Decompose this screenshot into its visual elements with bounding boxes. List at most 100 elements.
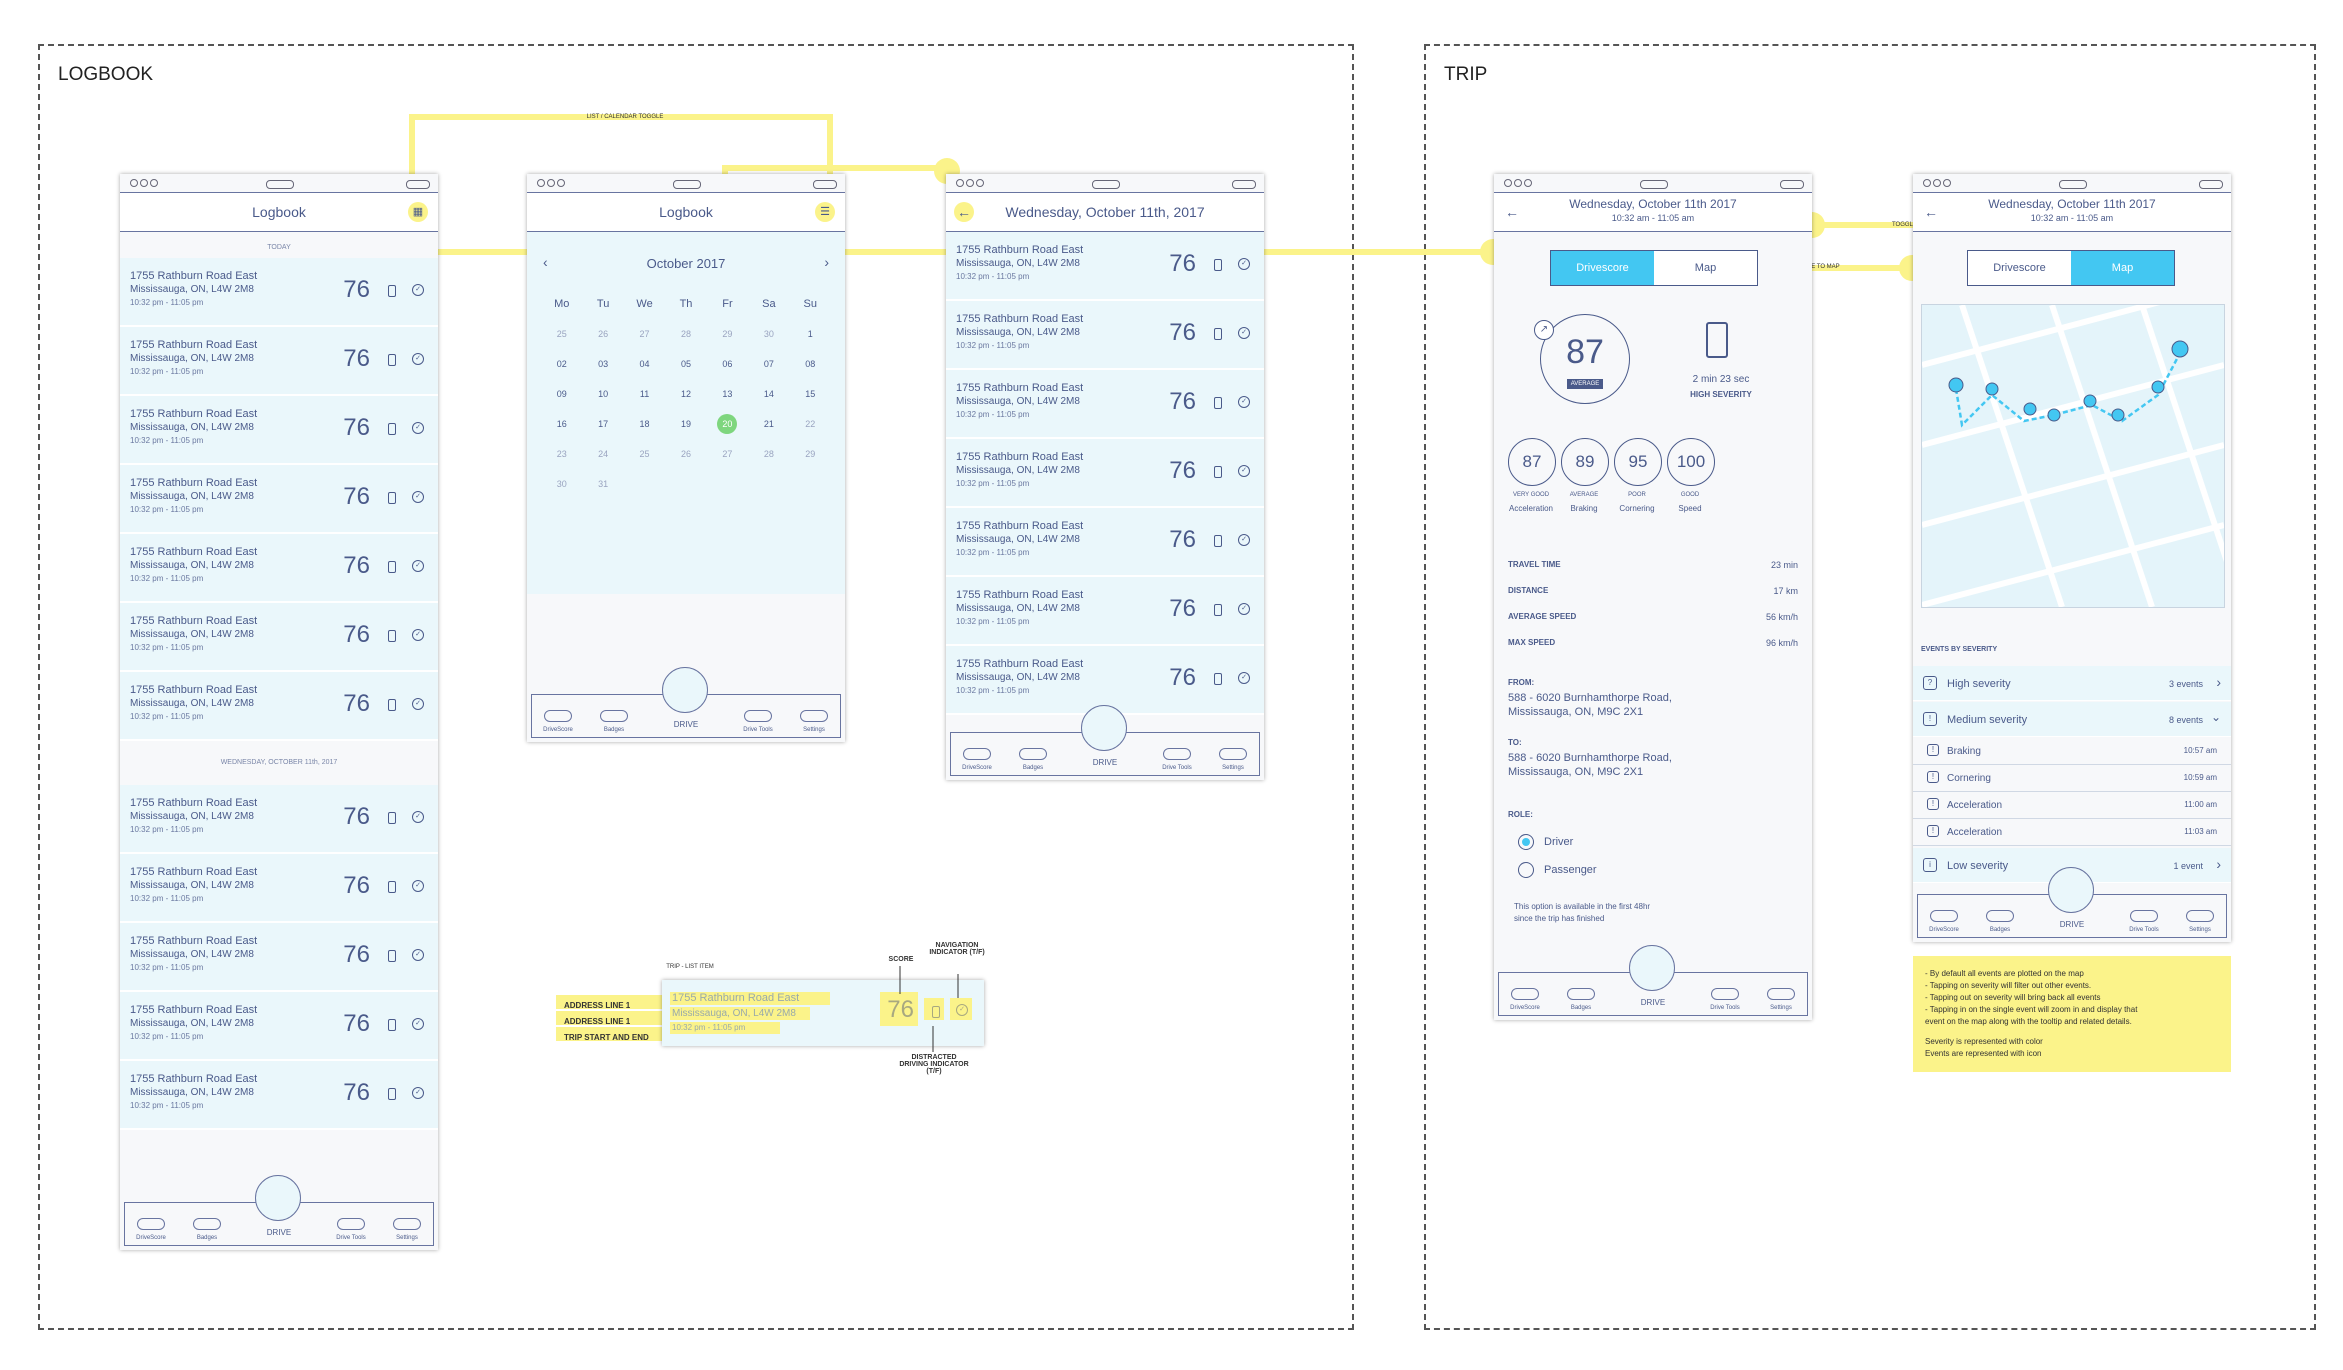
calendar-day[interactable]: 20 — [707, 409, 748, 439]
tab-drive-tools[interactable]: Drive Tools — [738, 710, 778, 733]
tab-settings[interactable]: Settings — [794, 710, 834, 733]
role-passenger-radio[interactable] — [1518, 862, 1534, 878]
calendar-day[interactable]: 10 — [598, 389, 609, 399]
tab-badges[interactable]: Badges — [1980, 910, 2020, 933]
calendar-day[interactable]: 11 — [639, 389, 650, 399]
tab-drivescore[interactable]: DriveScore — [538, 710, 578, 733]
tab-settings[interactable]: Settings — [387, 1218, 427, 1241]
calendar-day[interactable]: 12 — [680, 389, 691, 399]
calendar-day[interactable]: 31 — [598, 479, 609, 489]
calendar-day[interactable]: 23 — [556, 449, 567, 459]
list-toggle-icon[interactable]: ☰ — [815, 202, 835, 222]
tab-drive-tools[interactable]: Drive Tools — [331, 1218, 371, 1241]
calendar-day[interactable]: 25 — [556, 329, 567, 339]
calendar-day[interactable]: 21 — [763, 419, 774, 429]
tab-settings[interactable]: Settings — [1761, 988, 1801, 1011]
drive-button[interactable] — [255, 1175, 301, 1221]
back-arrow-icon[interactable]: ← — [1505, 204, 1519, 220]
tab-drive-tools[interactable]: Drive Tools — [1157, 748, 1197, 771]
tab-drive-tools[interactable]: Drive Tools — [2124, 910, 2164, 933]
tab-settings[interactable]: Settings — [1213, 748, 1253, 771]
calendar-day[interactable]: 27 — [639, 329, 650, 339]
calendar-toggle-icon[interactable]: ▦ — [408, 202, 428, 222]
calendar-day[interactable]: 05 — [680, 359, 691, 369]
toggle-map[interactable]: Map — [1694, 262, 1717, 274]
calendar-day[interactable]: 26 — [680, 449, 691, 459]
calendar-day[interactable]: 1 — [807, 329, 813, 339]
tab-settings[interactable]: Settings — [2180, 910, 2220, 933]
calendar-day[interactable]: 19 — [680, 419, 691, 429]
tab-badges[interactable]: Badges — [1013, 748, 1053, 771]
toggle-drivescore[interactable]: Drivescore — [1551, 251, 1654, 285]
tab-badges[interactable]: Badges — [1561, 988, 1601, 1011]
calendar-day[interactable]: 29 — [722, 329, 733, 339]
calendar-day[interactable]: 07 — [763, 359, 774, 369]
tab-drive-tools[interactable]: Drive Tools — [1705, 988, 1745, 1011]
calendar-day[interactable]: 04 — [639, 359, 650, 369]
calendar-day[interactable]: 08 — [805, 359, 816, 369]
calendar-day[interactable]: 29 — [805, 449, 816, 459]
calendar-day[interactable]: 30 — [763, 329, 774, 339]
next-month-icon[interactable]: › — [824, 254, 829, 270]
calendar-day[interactable]: 26 — [598, 329, 609, 339]
drive-button[interactable] — [2048, 867, 2094, 913]
calendar-day[interactable]: 15 — [805, 389, 816, 399]
calendar-day[interactable]: 24 — [598, 449, 609, 459]
tab-badges[interactable]: Badges — [187, 1218, 227, 1241]
tab-drivescore[interactable]: DriveScore — [131, 1218, 171, 1241]
event-group-high[interactable]: ? High severity 3 events › — [1913, 666, 2231, 701]
calendar-day[interactable]: 30 — [556, 479, 567, 489]
calendar-day[interactable]: 14 — [763, 389, 774, 399]
tab-drivescore[interactable]: DriveScore — [1505, 988, 1545, 1011]
tab-drivescore[interactable]: DriveScore — [957, 748, 997, 771]
back-arrow-icon[interactable]: ← — [954, 202, 974, 222]
calendar-day[interactable]: 22 — [805, 419, 816, 429]
calendar-day[interactable]: 28 — [763, 449, 774, 459]
calendar-day[interactable]: 03 — [598, 359, 609, 369]
tab-badges[interactable]: Badges — [594, 710, 634, 733]
trip-map[interactable] — [1921, 304, 2225, 608]
toggle-drivescore[interactable]: Drivescore — [1993, 262, 2046, 274]
calendar-day[interactable]: 09 — [556, 389, 567, 399]
calendar-day[interactable]: 25 — [639, 449, 650, 459]
prev-month-icon[interactable]: ‹ — [543, 254, 548, 270]
drive-button[interactable] — [1629, 945, 1675, 991]
calendar-day[interactable]: 02 — [556, 359, 567, 369]
calendar-day[interactable]: 17 — [598, 419, 609, 429]
back-arrow-icon[interactable]: ← — [1924, 204, 1938, 220]
calendar-day[interactable]: 16 — [556, 419, 567, 429]
calendar-day[interactable]: 28 — [680, 329, 691, 339]
event-group-medium[interactable]: ! Medium severity 8 events ⌄ — [1913, 702, 2231, 737]
toggle-map[interactable]: Map — [2071, 251, 2174, 285]
drive-button[interactable] — [1081, 705, 1127, 751]
calendar-day[interactable]: 27 — [722, 449, 733, 459]
tab-drivescore[interactable]: DriveScore — [1924, 910, 1964, 933]
calendar-day[interactable]: 18 — [639, 419, 650, 429]
calendar-day[interactable]: 13 — [722, 389, 733, 399]
drive-button[interactable] — [662, 667, 708, 713]
role-driver-radio[interactable] — [1518, 834, 1534, 850]
